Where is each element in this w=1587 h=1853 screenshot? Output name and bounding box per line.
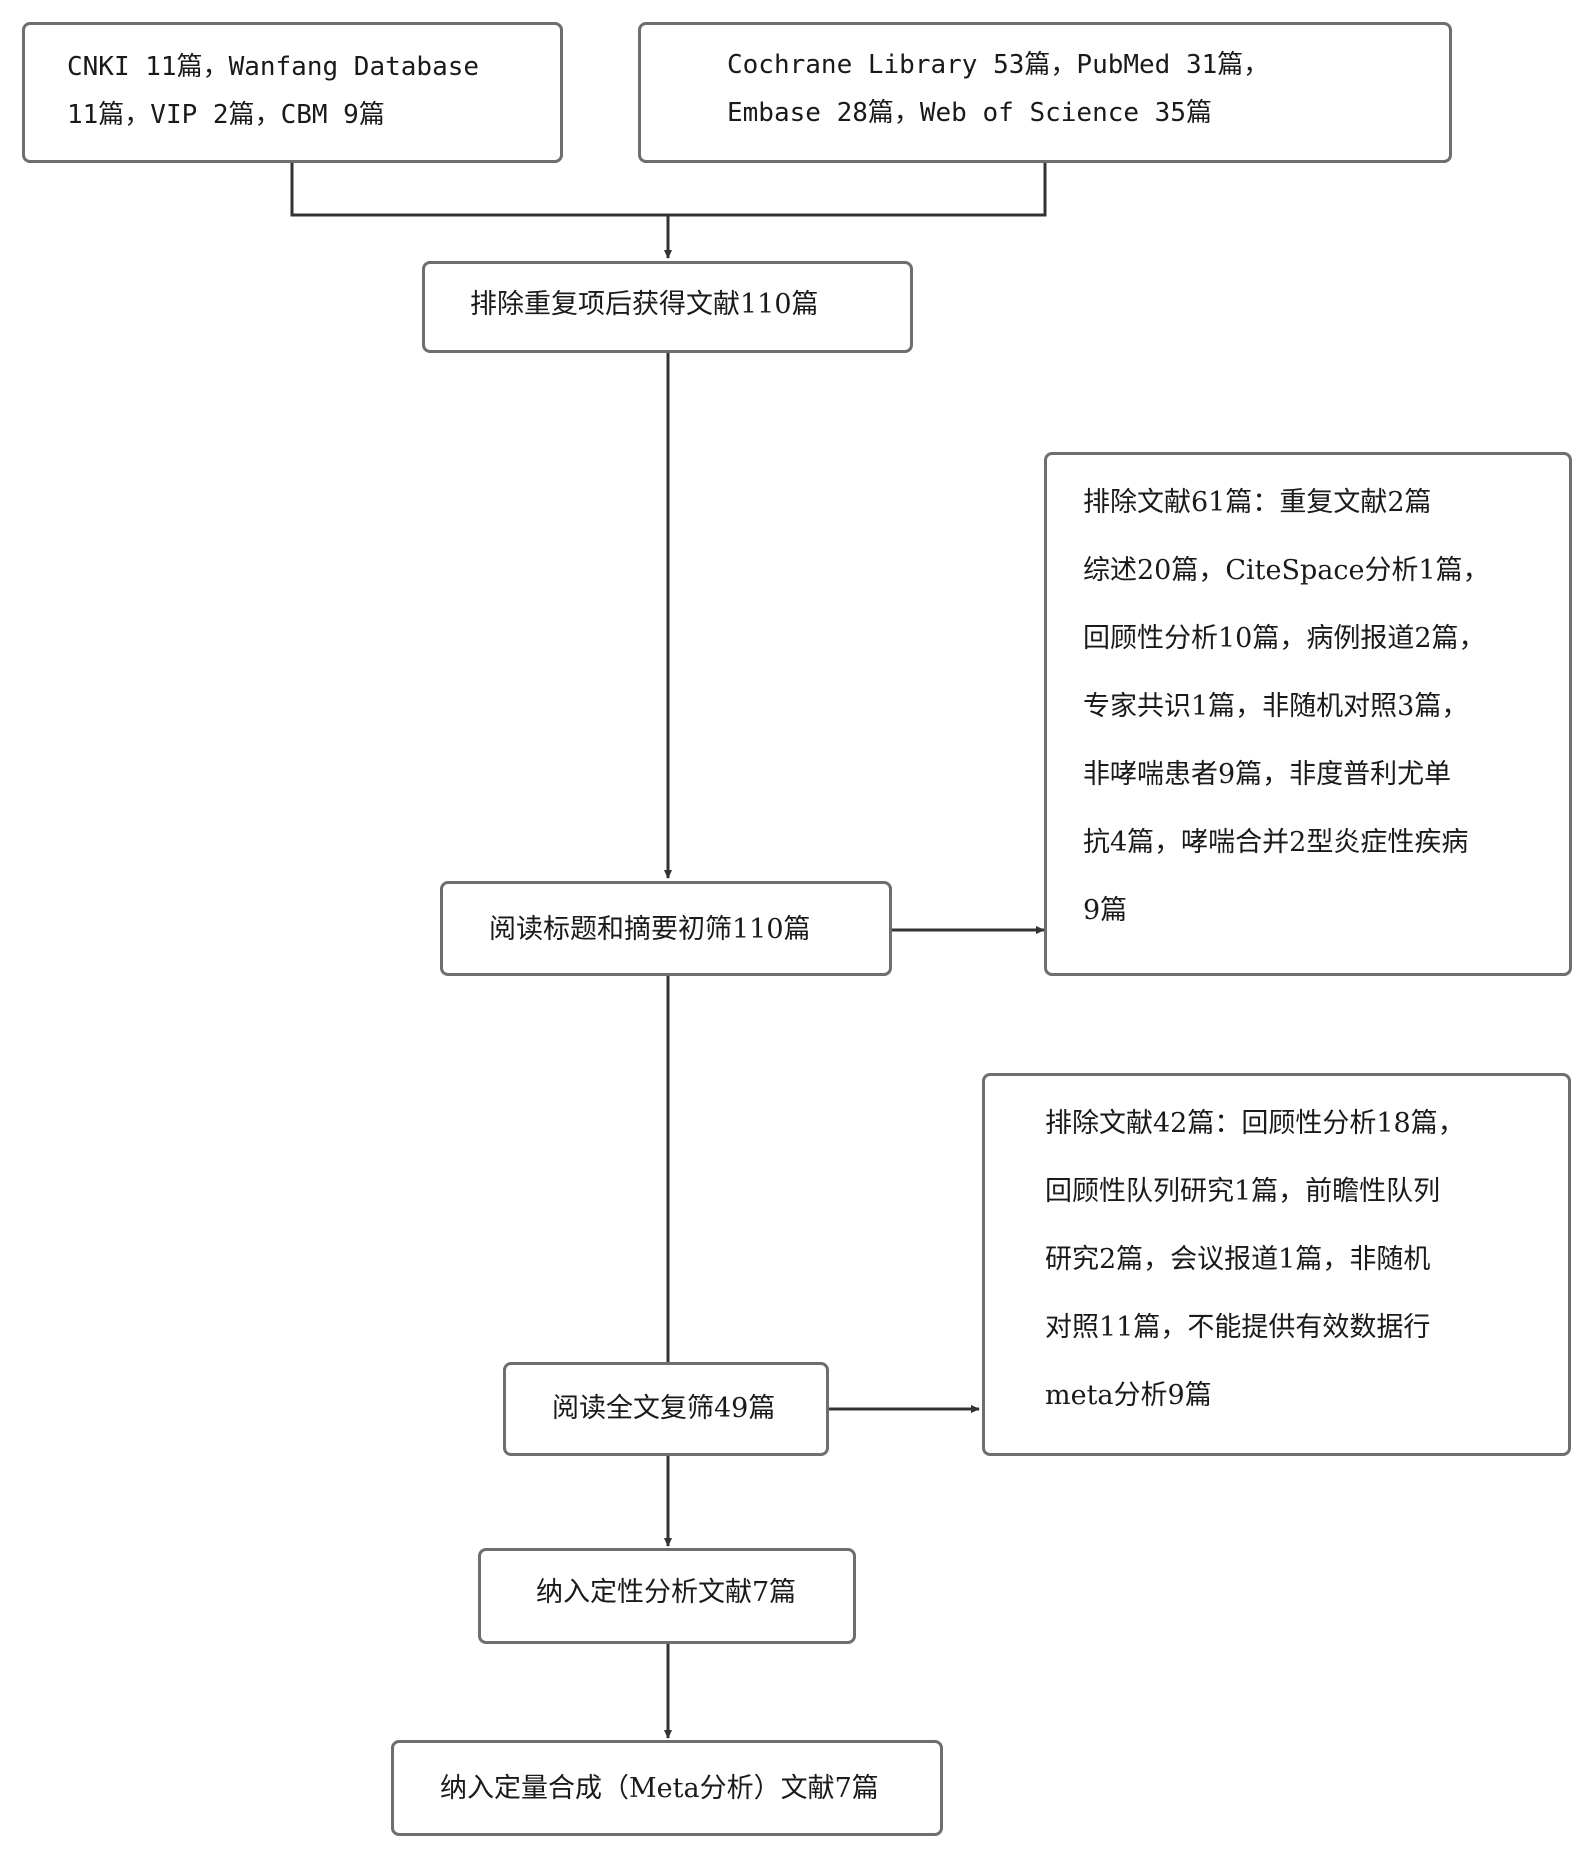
title-abstract-screen-label: 阅读标题和摘要初筛110篇 [489,914,811,945]
exclusion-1-line-3: 回顾性分析10篇，病例报道2篇， [1083,623,1486,654]
qualitative-analysis-label: 纳入定性分析文献7篇 [536,1577,797,1608]
exclusion-1-line-6: 抗4篇，哮喘合并2型炎症性疾病 [1083,827,1469,858]
exclusion-2-line-1: 排除文献42篇：回顾性分析18篇， [1045,1108,1465,1139]
dedup-label: 排除重复项后获得文献110篇 [470,289,819,320]
exclusion-1-line-2: 综述20篇，CiteSpace分析1篇， [1083,555,1490,586]
english-databases-line-2: Embase 28篇，Web of Science 35篇 [727,98,1212,128]
exclusion-box-1: 排除文献61篇：重复文献2篇 综述20篇，CiteSpace分析1篇， 回顾性分… [1044,452,1572,976]
dedup-box: 排除重复项后获得文献110篇 [422,261,913,353]
exclusion-1-line-5: 非哮喘患者9篇，非度普利尤单 [1083,759,1452,790]
english-databases-box: Cochrane Library 53篇，PubMed 31篇， Embase … [638,22,1452,163]
full-text-screen-box: 阅读全文复筛49篇 [503,1362,829,1456]
quantitative-synthesis-box: 纳入定量合成（Meta分析）文献7篇 [391,1740,943,1836]
exclusion-1-line-7: 9篇 [1083,895,1128,926]
chinese-databases-line-1: CNKI 11篇，Wanfang Database [67,52,480,82]
qualitative-analysis-box: 纳入定性分析文献7篇 [478,1548,856,1644]
exclusion-2-line-3: 研究2篇，会议报道1篇，非随机 [1045,1244,1431,1275]
exclusion-2-line-5: meta分析9篇 [1045,1380,1212,1411]
exclusion-1-line-4: 专家共识1篇，非随机对照3篇， [1083,691,1469,722]
exclusion-2-line-2: 回顾性队列研究1篇，前瞻性队列 [1045,1176,1441,1207]
quantitative-synthesis-label: 纳入定量合成（Meta分析）文献7篇 [440,1773,879,1804]
title-abstract-screen-box: 阅读标题和摘要初筛110篇 [440,881,892,976]
chinese-databases-box: CNKI 11篇，Wanfang Database 11篇，VIP 2篇，CBM… [22,22,563,163]
exclusion-1-line-1: 排除文献61篇：重复文献2篇 [1083,487,1432,518]
full-text-screen-label: 阅读全文复筛49篇 [552,1393,776,1424]
chinese-databases-line-2: 11篇，VIP 2篇，CBM 9篇 [67,100,385,130]
exclusion-box-2: 排除文献42篇：回顾性分析18篇， 回顾性队列研究1篇，前瞻性队列 研究2篇，会… [982,1073,1571,1456]
merge-line [290,163,1047,217]
exclusion-2-line-4: 对照11篇，不能提供有效数据行 [1045,1312,1431,1343]
english-databases-line-1: Cochrane Library 53篇，PubMed 31篇， [727,50,1270,80]
